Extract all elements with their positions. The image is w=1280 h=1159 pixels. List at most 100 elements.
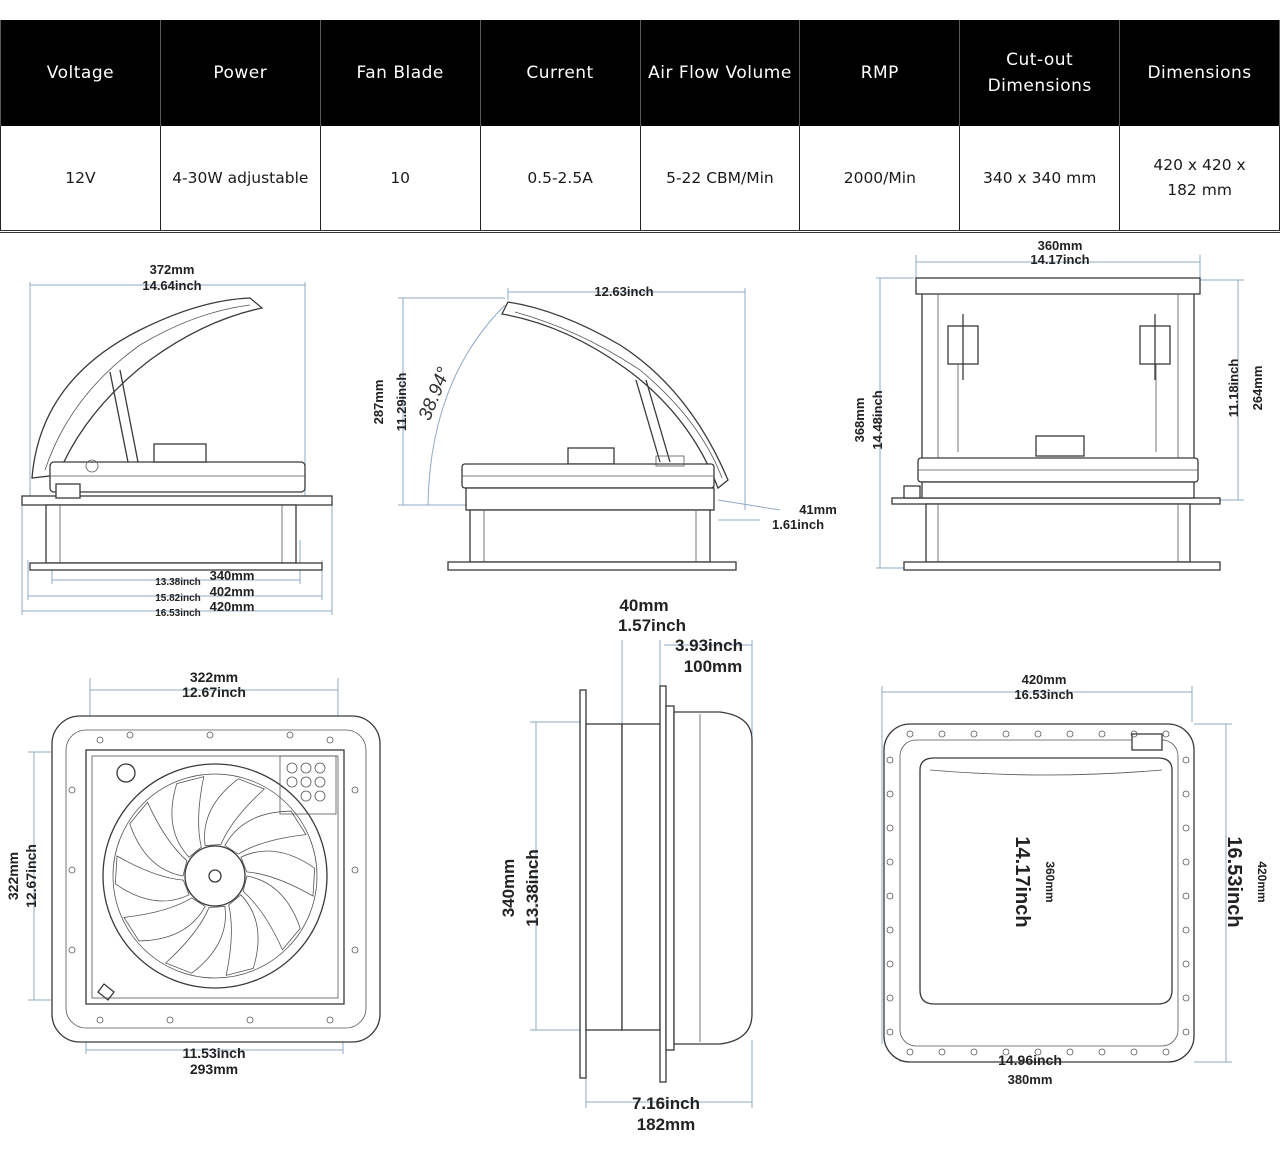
dim-bottom-in: 14.96inch [998,1052,1062,1068]
mounting-hole [1066,1048,1074,1056]
mounting-hole [1130,730,1138,738]
mounting-hole [96,736,104,744]
mounting-hole [351,946,359,954]
bottom-view-fan: 322mm 12.67inch 322mm 12.67inch 11.53inc… [5,669,381,1077]
dim-width-mm: 360mm [1038,238,1083,253]
mounting-hole [1182,926,1190,934]
value-power: 4-30W adjustable [159,126,321,233]
dim-mid-mm: 402mm [210,584,255,599]
dim-base-in: 1.61inch [772,517,824,532]
fan-blade [129,801,188,877]
mounting-hole [1098,1048,1106,1056]
mounting-hole [246,1016,254,1024]
dim-body-in: 3.93inch [675,636,743,655]
header-rmp: RMP [799,20,961,126]
mounting-hole [1162,730,1170,738]
header-fan-blade: Fan Blade [319,20,481,126]
fan-blade [204,778,266,846]
header-air-flow: Air Flow Volume [639,20,801,126]
mounting-hole [1098,730,1106,738]
fan-blade [171,776,205,858]
mounting-hole [1034,730,1042,738]
mounting-hole [68,866,76,874]
dim-flange-mm: 40mm [619,596,668,615]
dim-width-in: 16.53inch [1014,687,1073,702]
mounting-hole [970,1048,978,1056]
dim-cutout-in: 13.38inch [155,577,201,588]
mounting-hole [1182,756,1190,764]
front-view-open: 360mm 14.17inch 368mm 14.48inch 11.18inc… [852,238,1265,571]
header-voltage: Voltage [0,20,161,126]
mounting-hole [351,866,359,874]
dim-inner-in: 14.17inch [1011,836,1033,927]
fan-blade [224,810,307,855]
profile-view: 40mm 1.57inch 3.93inch 100mm 340mm 13.38… [499,596,753,1134]
fan-blade [123,897,206,942]
dim-top-mm: 372mm [150,262,195,277]
mounting-hole [1182,892,1190,900]
dim-height-mm: 420mm [1255,861,1269,902]
header-power: Power [159,20,321,126]
dim-flange-in: 1.57inch [618,616,686,635]
mounting-hole [206,731,214,739]
mounting-hole [886,1028,894,1036]
dim-body-mm: 100mm [684,657,743,676]
mounting-hole [906,1048,914,1056]
mounting-hole [96,1016,104,1024]
header-dimensions: Dimensions [1119,20,1280,126]
dim-height-in: 12.67inch [23,844,39,908]
mounting-hole [886,994,894,1002]
mounting-hole [1182,994,1190,1002]
dim-base-mm: 41mm [799,502,837,517]
dim-depth-in: 12.63inch [594,284,653,299]
fan-blade [114,855,190,902]
fan-blade [164,906,226,974]
value-fan-blade: 10 [319,126,481,233]
mounting-hole [1182,960,1190,968]
side-view-open: 372mm 14.64inch 13.38inch 340mm 15.82inc… [21,262,333,619]
dim-height-mm: 340mm [499,859,518,918]
mounting-hole [68,946,76,954]
mounting-hole [906,730,914,738]
dim-bottom-mm: 380mm [1008,1072,1053,1087]
dim-top-in: 14.64inch [142,278,201,293]
dim-inner-mm: 360mm [1043,861,1057,902]
value-current: 0.5-2.5A [479,126,641,233]
mounting-hole [351,786,359,794]
side-view-angle: 12.63inch 287mm 11.29inch 38.94° 41mm 1.… [371,284,837,571]
spec-value-row: 12V 4-30W adjustable 10 0.5-2.5A 5-22 CB… [0,126,1280,233]
dim-height-mm: 368mm [852,398,867,443]
value-air-flow: 5-22 CBM/Min [639,126,801,233]
mounting-hole [68,786,76,794]
mounting-hole [886,926,894,934]
header-cutout: Cut-out Dimensions [959,20,1121,126]
dim-base-in: 16.53inch [155,608,201,619]
dim-total-mm: 182mm [637,1115,696,1134]
value-voltage: 12V [0,126,161,233]
dim-width-in: 14.17inch [1030,252,1089,267]
dim-height-in: 13.38inch [523,849,542,927]
value-dimensions: 420 x 420 x 182 mm [1119,126,1280,233]
dim-width-mm: 322mm [190,669,238,685]
header-current: Current [479,20,641,126]
mounting-hole [166,1016,174,1024]
value-rmp: 2000/Min [799,126,961,233]
mounting-hole [286,731,294,739]
mounting-hole [126,731,134,739]
mounting-hole [1002,1048,1010,1056]
dim-inner-in: 11.18inch [1226,359,1241,418]
mounting-hole [1162,1048,1170,1056]
dim-height-mm: 287mm [371,380,386,425]
mounting-hole [886,892,894,900]
spec-table: Voltage Power Fan Blade Current Air Flow… [0,20,1280,233]
mounting-hole [1182,824,1190,832]
mounting-hole [326,736,334,744]
fan-blade [242,875,301,951]
mounting-hole [938,730,946,738]
dim-height-in: 11.29inch [394,373,409,432]
dim-mid-in: 15.82inch [155,593,201,604]
mounting-hole [938,1048,946,1056]
mounting-hole [1182,790,1190,798]
mounting-hole [970,730,978,738]
